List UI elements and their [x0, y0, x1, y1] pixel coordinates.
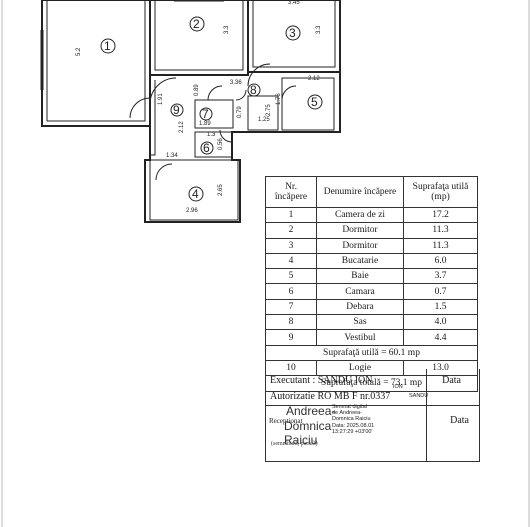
room-area: 6.0	[403, 252, 478, 270]
room-area: 3.7	[403, 268, 478, 285]
total-area-row: Suprafaţa totală = 73.1 mp	[265, 375, 478, 392]
room-label: 8	[250, 83, 257, 97]
dimension-label: 0.79	[237, 106, 243, 118]
room-label: 1	[104, 39, 111, 53]
received-label: Receptionat	[269, 417, 303, 425]
stamp-name: SANDU	[409, 393, 429, 399]
room-number: 9	[265, 329, 317, 346]
room-area: 4.0	[403, 314, 478, 331]
dimension-label: 5.2	[76, 47, 82, 56]
divider	[266, 405, 479, 406]
signer-name: Andreea-	[286, 404, 336, 418]
room-name: Dormitor	[316, 222, 404, 239]
room-label: 2	[193, 17, 200, 31]
stamp-line: de Andreea-	[332, 410, 362, 417]
dimension-label: 1.25	[258, 117, 270, 123]
dimension-label: 2.12	[179, 121, 185, 133]
room-label: 4	[192, 187, 199, 201]
room-area: 0.7	[403, 283, 478, 300]
date-label: Data	[450, 415, 469, 426]
stamp-name: ION	[393, 384, 403, 390]
room-name: Camera de zi	[316, 206, 404, 224]
room-label: 9	[173, 103, 180, 117]
room-number: 6	[265, 283, 317, 300]
room-area: 1.5	[403, 298, 478, 316]
table-header-row: Nr. încăpere Denumire încăpere Suprafaţa…	[265, 176, 478, 208]
room-area: 11.3	[403, 222, 478, 239]
column-header: Suprafaţa utilă (mp)	[403, 176, 478, 208]
signer-name: Domnica	[284, 419, 332, 433]
room-number: 4	[265, 252, 317, 270]
authorization-label: Autorizatie RO MB F nr.0337	[270, 391, 391, 402]
room-area: 4.4	[403, 329, 478, 346]
dimension-label: 3.3	[224, 25, 230, 34]
signature-caption: (semnătură, parafă)	[271, 441, 318, 447]
total-area: Suprafaţa totală = 73.1 mp	[265, 375, 478, 392]
dimension-label: 2.12	[308, 76, 320, 82]
room-number: 3	[265, 237, 317, 254]
room-name: Baie	[316, 268, 404, 285]
room-area-table: Nr. încăpere Denumire încăpere Suprafaţa…	[265, 176, 478, 392]
dimension-label: 0.89	[194, 84, 200, 96]
useful-area-row: Suprafaţă utilă = 60.1 mp	[265, 344, 478, 361]
column-header: Nr. încăpere	[265, 176, 317, 208]
dimension-label: 1.76	[276, 93, 282, 105]
room-label: 3	[289, 26, 296, 40]
digital-signature-stamp: Semnat digital de Andreea- Domnica Raici…	[332, 404, 374, 435]
room-name: Camara	[316, 283, 404, 300]
room-area: 17.2	[403, 206, 478, 224]
room-area: 11.3	[403, 237, 478, 254]
dimension-label: 2.75	[266, 104, 272, 116]
stamp-line: Data: 2025.08.01	[332, 422, 375, 429]
dimension-label: 1.3	[207, 132, 216, 138]
column-header: Denumire încăpere	[316, 176, 404, 208]
dimension-label: 0.56	[218, 138, 224, 150]
dimension-label: 1.34	[166, 153, 178, 159]
dimension-label: 3.36	[230, 80, 242, 86]
signature-block: Executant : SANDU ION Autorizatie RO MB …	[265, 369, 480, 462]
room-name: Sas	[316, 314, 404, 331]
executant-label: Executant : SANDU ION	[270, 375, 373, 386]
dimension-label: 3.45	[288, 0, 300, 6]
divider	[426, 369, 427, 461]
room-number: 5	[265, 268, 317, 285]
room-name: Vestibul	[316, 329, 404, 346]
signer-name: Raiciu	[284, 433, 318, 447]
date-label: Data	[442, 375, 461, 386]
dimension-label: 3.3	[316, 25, 322, 34]
room-number: 2	[265, 222, 317, 239]
stamp-line: Semnat digital	[332, 404, 367, 410]
room-name: Bucatarie	[316, 252, 404, 270]
dimension-label: 2.96	[186, 208, 198, 214]
room-label: 7	[202, 107, 209, 121]
room-name: Debara	[316, 298, 404, 316]
room-number: 8	[265, 314, 317, 331]
room-name: Dormitor	[316, 237, 404, 254]
room-label: 5	[311, 95, 318, 109]
room-number: 1	[265, 206, 317, 224]
stamp-line: Domnica Raiciu	[332, 416, 371, 423]
room-number: 7	[265, 298, 317, 316]
dimension-label: 1.91	[158, 93, 164, 105]
useful-area-total: Suprafaţă utilă = 60.1 mp	[265, 344, 478, 361]
dimension-label: 2.65	[218, 184, 224, 196]
stamp-line: 13:27:29 +03'00'	[332, 428, 373, 435]
dimension-label: 1.89	[199, 121, 211, 127]
room-label: 6	[203, 141, 210, 155]
